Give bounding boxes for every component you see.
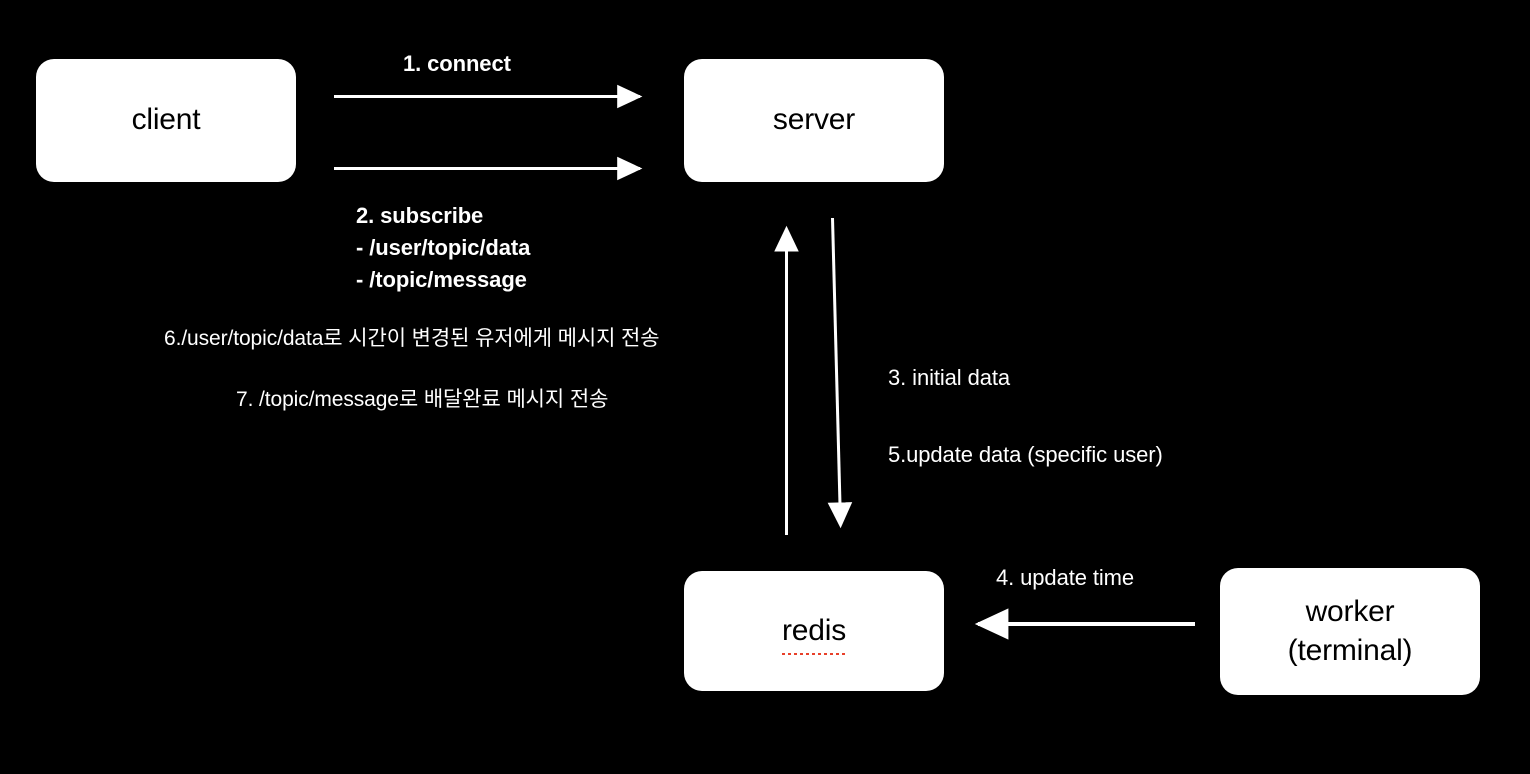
label-step-2-topic-user-data: - /user/topic/data [356, 235, 531, 260]
label-step-6-user-topic-data-message: 6./user/topic/data로 시간이 변경된 유저에게 메시지 전송 [164, 327, 660, 350]
label-step-2-topic-message: - /topic/message [356, 267, 527, 292]
node-redis-label: redis [781, 612, 846, 656]
node-client[interactable]: client [36, 59, 296, 182]
node-client-label: client [131, 103, 201, 137]
arrow-server-to-redis-down [827, 217, 853, 529]
node-worker-label-line2: (terminal) [1287, 633, 1413, 667]
node-redis[interactable]: redis [684, 571, 944, 691]
node-worker-label-line1: worker [1305, 595, 1395, 629]
node-worker[interactable]: worker (terminal) [1220, 568, 1480, 695]
label-step-4-update-time: 4. update time [996, 565, 1135, 590]
node-server[interactable]: server [684, 59, 944, 182]
node-server-label: server [772, 103, 856, 137]
label-step-1-connect: 1. connect [403, 51, 511, 76]
label-step-5-update-data: 5.update data (specific user) [888, 442, 1163, 467]
label-step-7-topic-message-delivery: 7. /topic/message로 배달완료 메시지 전송 [236, 388, 609, 411]
label-step-2-subscribe-title: 2. subscribe [356, 203, 484, 228]
label-step-3-initial-data: 3. initial data [888, 365, 1011, 390]
